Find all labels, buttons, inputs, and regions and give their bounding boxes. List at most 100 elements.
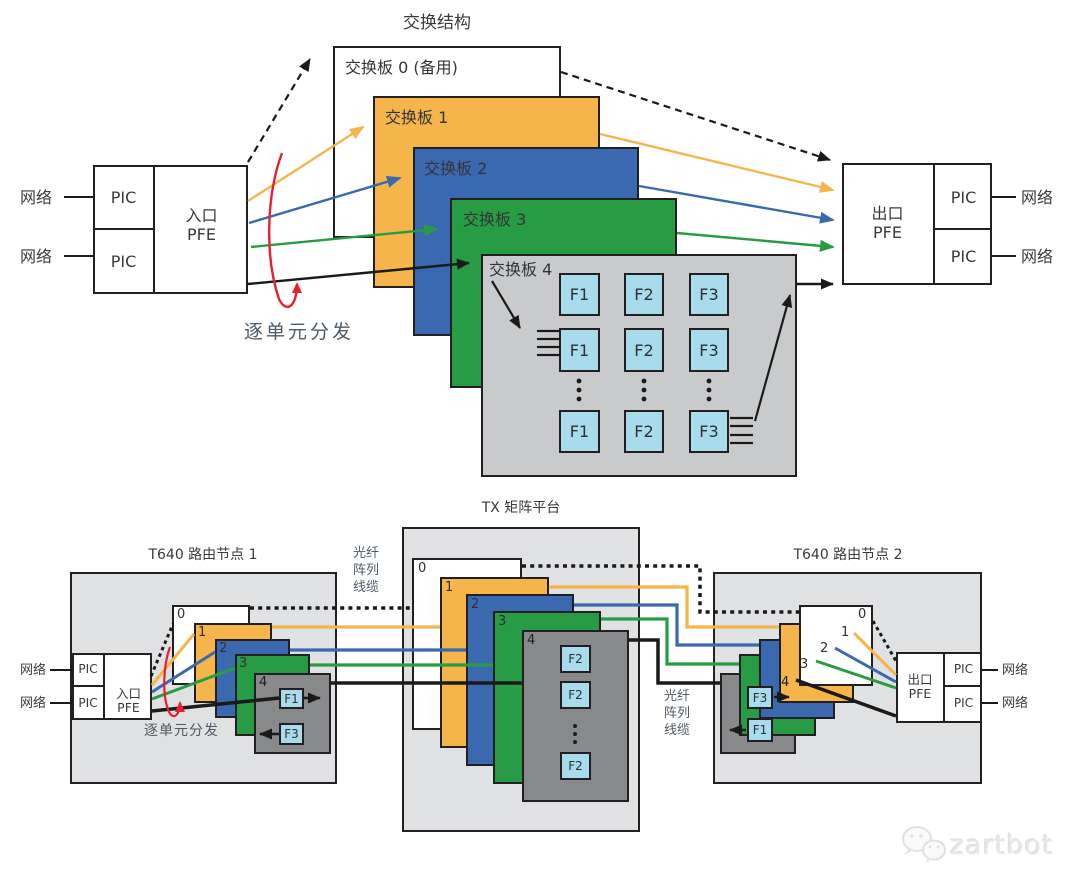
node1-fan-orange xyxy=(150,633,196,686)
pic-label: PIC xyxy=(110,252,137,271)
tx-matrix-title: TX 矩阵平台 xyxy=(481,500,561,516)
watermark-text: zartbot xyxy=(950,829,1054,861)
top-orange-arrow-right xyxy=(599,132,835,193)
network-label: 网络 xyxy=(20,188,53,207)
node1-board-3-number: 3 xyxy=(239,656,248,671)
node2-fan-dotted xyxy=(871,620,898,662)
network-label: 网络 xyxy=(1021,188,1054,207)
board4-entry-arrow xyxy=(491,280,521,329)
cable-black-tx-n2 xyxy=(629,638,720,685)
board4-exit-arrow xyxy=(753,294,793,422)
fabric-cell: F2 xyxy=(624,273,664,316)
node2-board-2-number: 2 xyxy=(820,641,829,656)
node2-board-0-number: 0 xyxy=(858,607,867,622)
node1-board-1-number: 1 xyxy=(198,625,207,640)
node1-cell-f1: F1 xyxy=(279,688,304,709)
pic-label: PIC xyxy=(950,188,977,207)
pic-label: PIC xyxy=(78,662,98,676)
node2-board-0 xyxy=(799,605,873,686)
per-cell-distribution-label: 逐单元分发 xyxy=(244,321,355,343)
top-orange-arrow-left xyxy=(247,125,365,203)
node2-board-4-number: 4 xyxy=(781,675,790,690)
t640-node2-title: T640 路由节点 2 xyxy=(793,547,903,563)
fabric-cell: F3 xyxy=(689,328,729,372)
top-board-1-label: 交换板 1 xyxy=(385,108,449,127)
tx-cell-f2: F2 xyxy=(560,752,591,780)
node2-pfe-unit xyxy=(896,652,982,723)
network-label: 网络 xyxy=(1002,663,1029,678)
tx-ellipsis-dots xyxy=(573,724,577,744)
node2-cell-f3: F3 xyxy=(747,686,773,709)
node2-fan-orange xyxy=(852,631,898,677)
per-cell-distribution-label: 逐单元分发 xyxy=(144,723,219,739)
t640-node1-title: T640 路由节点 1 xyxy=(148,547,258,563)
network-label: 网络 xyxy=(20,663,47,678)
node1-fan-black xyxy=(151,696,280,713)
cable-dotted-tx-n2 xyxy=(522,564,799,614)
red-distribution-loop-node1 xyxy=(163,646,185,718)
top-board-3-label: 交换板 3 xyxy=(463,210,527,229)
network-label: 网络 xyxy=(1021,247,1054,266)
node1-fan-dotted xyxy=(149,623,175,677)
fabric-cell: F3 xyxy=(689,273,729,316)
fabric-cell: F2 xyxy=(624,328,664,372)
top-dashed-arrow-left xyxy=(247,58,311,163)
egress-pfe-label: 出口 PFE xyxy=(871,204,904,242)
node2-egress-pfe-label: 出口 PFE xyxy=(907,672,933,702)
wechat-icon xyxy=(902,826,946,863)
fabric-cell: F1 xyxy=(559,410,600,453)
pic-label: PIC xyxy=(953,696,974,710)
top-blue-arrow-right xyxy=(638,184,835,224)
top-board-2-label: 交换板 2 xyxy=(424,159,488,178)
divider xyxy=(943,652,945,723)
top-dashed-arrow-right xyxy=(560,70,831,162)
hatch-marks-left xyxy=(537,329,559,357)
tx-board-1-number: 1 xyxy=(445,580,454,595)
node1-ingress-pfe-label: 入口 PFE xyxy=(115,686,141,716)
tx-board-0-number: 0 xyxy=(418,561,427,576)
top-green-arrow-right xyxy=(676,231,835,252)
top-diagram-title: 交换结构 xyxy=(403,13,471,33)
node2-board-3-number: 3 xyxy=(800,657,809,672)
fiber-cable-label-1: 光纤 阵列 线缆 xyxy=(353,546,380,595)
divider xyxy=(945,685,982,687)
divider xyxy=(935,228,992,230)
divider xyxy=(93,228,155,230)
pic-label: PIC xyxy=(78,696,98,710)
top-green-arrow-left xyxy=(250,224,439,249)
fabric-cell: F3 xyxy=(689,410,729,453)
network-label: 网络 xyxy=(1002,696,1029,711)
cable-orange-tx-n2 xyxy=(549,585,779,629)
network-label: 网络 xyxy=(20,696,47,711)
node1-fan-blue xyxy=(151,650,216,694)
cable-blue-tx-n2 xyxy=(574,603,759,647)
tx-board-2-number: 2 xyxy=(471,597,480,612)
watermark: zartbot xyxy=(898,824,1054,866)
node1-board-2-number: 2 xyxy=(219,641,228,656)
hatch-marks-right xyxy=(730,416,753,445)
node2-board-1-number: 1 xyxy=(841,625,850,640)
node2-fan-blue xyxy=(834,646,897,684)
node1-cell-f3: F3 xyxy=(279,723,304,745)
red-distribution-loop-top xyxy=(268,152,302,309)
pic-label: PIC xyxy=(950,247,977,266)
node1-board-4-number: 4 xyxy=(259,675,268,690)
node2-fan-black xyxy=(795,678,897,718)
grid-ellipsis-dots xyxy=(576,378,712,402)
node1-board-0-number: 0 xyxy=(177,607,186,622)
network-label: 网络 xyxy=(20,247,53,266)
node2-cell-f1: F1 xyxy=(747,718,773,742)
fabric-cell: F1 xyxy=(559,328,600,372)
top-board-4-label: 交换板 4 xyxy=(489,260,553,279)
divider xyxy=(72,685,105,687)
fiber-cable-label-2: 光纤 阵列 线缆 xyxy=(664,689,691,738)
node2-fan-green xyxy=(815,659,897,690)
egress-pfe-unit xyxy=(842,163,992,285)
node1-fan-green xyxy=(151,666,236,701)
top-black-arrow-left xyxy=(247,258,470,286)
network-stub-lines xyxy=(50,196,1016,704)
ingress-pfe-label: 入口 PFE xyxy=(185,206,218,244)
tx-board-3-number: 3 xyxy=(498,614,507,629)
